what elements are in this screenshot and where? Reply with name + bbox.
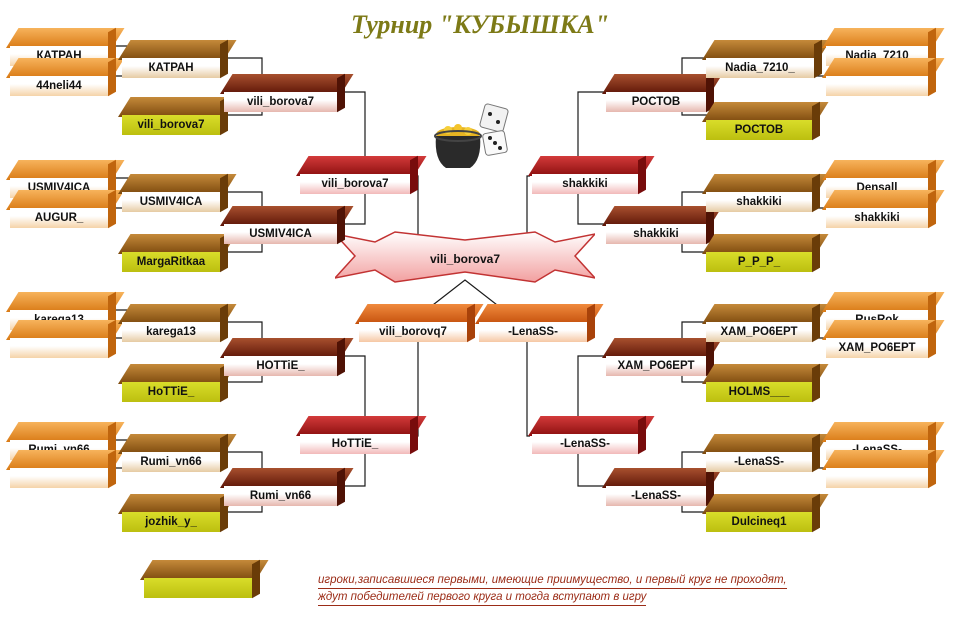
left-r2-slot-2-seeded: vili_borova7: [118, 96, 237, 136]
left-r3-slot-3: HOTTiE_: [220, 337, 354, 377]
right-r4-slot-1: shakkiki: [528, 155, 655, 195]
player-name: [826, 76, 928, 96]
left-r3-slot-1: vili_borova7: [220, 73, 354, 113]
left-r2-slot-6-seeded: HoTTiE_: [118, 363, 237, 403]
player-name: Rumi_vn66: [224, 486, 337, 506]
player-name: -LenaSS-: [706, 452, 812, 472]
right-r2-slot-4-seeded: P_P_P_: [702, 233, 829, 273]
right-r3-slot-4: -LenaSS-: [602, 467, 723, 507]
trophy-pot-icon: [434, 103, 509, 168]
player-name: 44neli44: [10, 76, 108, 96]
left-r3-slot-4: Rumi_vn66: [220, 467, 354, 507]
player-name: Rumi_vn66: [122, 452, 220, 472]
left-r2-slot-5: karega13: [118, 303, 237, 343]
right-r2-slot-3: shakkiki: [702, 173, 829, 213]
left-r1-slot-2: 44neli44: [6, 57, 125, 97]
player-name: HoTTiE_: [300, 434, 410, 454]
right-r2-slot-6-seeded: HOLMS___: [702, 363, 829, 403]
player-name: -LenaSS-: [532, 434, 638, 454]
final-winner-label: vili_borova7: [429, 252, 501, 266]
player-name: MargaRitkaa: [122, 252, 220, 272]
right-r2-slot-2-seeded: РОСТОВ: [702, 101, 829, 141]
player-name: vili_borovq7: [359, 322, 467, 342]
left-r4-slot-1: vili_borova7: [296, 155, 427, 195]
player-name: vili_borova7: [224, 92, 337, 112]
legend-sample-face: [144, 578, 252, 598]
left-r3-slot-2: USMIV4ICA: [220, 205, 354, 245]
player-name: vili_borova7: [300, 174, 410, 194]
left-r1-slot-4: AUGUR_: [6, 189, 125, 229]
player-name: shakkiki: [826, 208, 928, 228]
player-name: Nadia_7210_: [706, 58, 814, 78]
player-name: P_P_P_: [706, 252, 812, 272]
player-name: РОСТОВ: [606, 92, 706, 112]
player-name: КАТРАН: [122, 58, 220, 78]
right-semifinal: -LenaSS-: [475, 303, 604, 343]
right-r2-slot-5: ХАМ_РО6ЕРТ: [702, 303, 829, 343]
left-semifinal: vili_borovq7: [355, 303, 484, 343]
player-name: USMIV4ICA: [122, 192, 220, 212]
legend-seeded-sample: [140, 559, 269, 602]
player-name: HOLMS___: [706, 382, 812, 402]
player-name: РОСТОВ: [706, 120, 812, 140]
player-name: karega13: [122, 322, 220, 342]
left-r2-slot-8-seeded: jozhik_y_: [118, 493, 237, 533]
left-r1-slot-6: [6, 319, 125, 359]
legend-line-2: ждут победителей первого круга и тогда в…: [318, 589, 647, 606]
legend-line-1: игроки,записавшиеся первыми, имеющие при…: [318, 572, 787, 589]
player-name: shakkiki: [532, 174, 638, 194]
right-r2-slot-7: -LenaSS-: [702, 433, 829, 473]
right-r2-slot-1: Nadia_7210_: [702, 39, 831, 79]
player-name: USMIV4ICA: [224, 224, 337, 244]
player-name: jozhik_y_: [122, 512, 220, 532]
player-name: ХАМ_РО6ЕРТ: [606, 356, 706, 376]
player-name: -LenaSS-: [479, 322, 587, 342]
left-r1-slot-8: [6, 449, 125, 489]
player-name: HOTTiE_: [224, 356, 337, 376]
right-r1-slot-6: ХАМ_РО6ЕРТ: [822, 319, 945, 359]
player-name: shakkiki: [606, 224, 706, 244]
tournament-title: Турнир "КУБЫШКА": [350, 10, 610, 39]
right-r3-slot-3: ХАМ_РО6ЕРТ: [602, 337, 723, 377]
player-name: ХАМ_РО6ЕРТ: [706, 322, 812, 342]
player-name: [10, 338, 108, 358]
player-name: [10, 468, 108, 488]
player-name: -LenaSS-: [606, 486, 706, 506]
player-name: ХАМ_РО6ЕРТ: [826, 338, 928, 358]
right-r3-slot-2: shakkiki: [602, 205, 723, 245]
left-r4-slot-2: HoTTiE_: [296, 415, 427, 455]
player-name: HoTTiE_: [122, 382, 220, 402]
player-name: AUGUR_: [10, 208, 108, 228]
player-name: shakkiki: [706, 192, 812, 212]
right-r1-slot-4: shakkiki: [822, 189, 945, 229]
right-r4-slot-2: -LenaSS-: [528, 415, 655, 455]
left-r2-slot-7: Rumi_vn66: [118, 433, 237, 473]
right-r2-slot-8-seeded: Dulcineq1: [702, 493, 829, 533]
left-r2-slot-3: USMIV4ICA: [118, 173, 237, 213]
player-name: Dulcineq1: [706, 512, 812, 532]
left-r2-slot-1: КАТРАН: [118, 39, 237, 79]
final-winner-banner: [335, 231, 595, 283]
dice-icon: [479, 103, 509, 156]
right-r3-slot-1: РОСТОВ: [602, 73, 723, 113]
right-r1-slot-8: [822, 449, 945, 489]
player-name: vili_borova7: [122, 115, 220, 135]
legend: игроки,записавшиеся первыми, имеющие при…: [318, 572, 918, 606]
right-r1-slot-2: [822, 57, 945, 97]
left-r2-slot-4-seeded: MargaRitkaa: [118, 233, 237, 273]
player-name: [826, 468, 928, 488]
